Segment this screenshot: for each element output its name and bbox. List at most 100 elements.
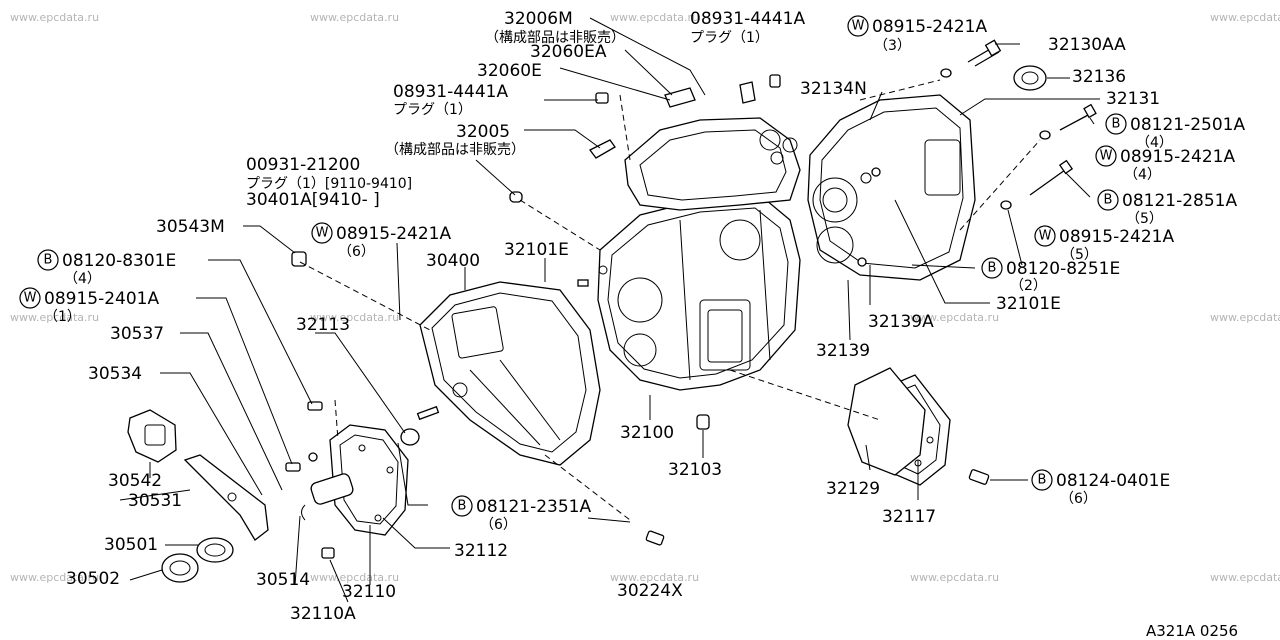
label-32100: 32100	[620, 423, 674, 443]
parts-layer	[127, 39, 1097, 583]
watermark: www.epcdata.ru	[310, 571, 399, 584]
label-32134n: 32134N	[800, 79, 867, 99]
bolt-badge-4-front: B	[37, 249, 59, 271]
label-32139a: 32139A	[868, 312, 934, 332]
bolt-badge-4: B	[1105, 113, 1127, 135]
label-08120-8251e: 08120-8251E	[1006, 259, 1120, 279]
watermark: www.epcdata.ru	[910, 571, 999, 584]
label-08915-2421a-4: 08915-2421A	[1120, 147, 1235, 167]
withdrawal-lever-30531	[183, 454, 269, 541]
label-32129: 32129	[826, 479, 880, 499]
label-32060ea: 32060EA	[530, 42, 607, 62]
label-32113: 32113	[296, 315, 350, 335]
watermark: www.epcdata.ru	[10, 11, 99, 24]
watermark: www.epcdata.ru	[10, 311, 99, 324]
watermark: www.epcdata.ru	[610, 571, 699, 584]
watermark: www.epcdata.ru	[1210, 11, 1280, 24]
label-08915-2421a-5-qty: （5）	[1061, 247, 1098, 263]
label-08121-2851a-qty: （5）	[1126, 211, 1163, 227]
label-30534: 30534	[88, 364, 142, 384]
label-08915-2401a-qty: （1）	[44, 309, 81, 325]
label-30502: 30502	[66, 569, 120, 589]
bolt-badge-5: B	[1097, 189, 1119, 211]
label-30514: 30514	[256, 570, 310, 590]
bolt-badge-2: B	[981, 257, 1003, 279]
watermark: www.epcdata.ru	[310, 311, 399, 324]
diagram-code: A321A 0256	[1146, 622, 1238, 640]
label-32130aa: 32130AA	[1048, 35, 1126, 55]
alignment-lines	[299, 79, 1041, 521]
watermark: www.epcdata.ru	[10, 571, 99, 584]
label-32005-note: （構成部品は非販売）	[385, 142, 525, 158]
washer-badge-letter: W	[316, 226, 329, 241]
bolt-badge-letter: B	[1104, 193, 1113, 208]
bolt-badge-letter: B	[458, 499, 467, 514]
washer-badge-6: W	[311, 222, 333, 244]
leader-lines	[119, 17, 1100, 603]
label-08931-4441a-upper: 08931-4441A	[690, 9, 805, 29]
label-08121-2351a: 08121-2351A	[476, 497, 591, 517]
clutch-housing-30400	[419, 281, 601, 466]
label-08915-2421a-6-qty: （6）	[338, 244, 375, 260]
front-cover-32110	[310, 424, 409, 536]
watermark: www.epcdata.ru	[310, 11, 399, 24]
label-30537: 30537	[110, 324, 164, 344]
label-30543m: 30543M	[156, 217, 225, 237]
label-08931-4441a-lower: 08931-4441A	[393, 82, 508, 102]
label-08121-2501a-qty: （4）	[1136, 135, 1173, 151]
watermark: www.epcdata.ru	[1210, 571, 1280, 584]
labels-layer: 32006M （構成部品は非販売） 32060EA 32060E 08931-4…	[19, 9, 1245, 640]
washer-badge-4: W	[1095, 145, 1117, 167]
bolt-badge-letter: B	[988, 261, 997, 276]
label-08124-0401e-qty: （6）	[1060, 491, 1097, 507]
washer-badge-5: W	[1034, 225, 1056, 247]
washer-badge-1: W	[19, 287, 41, 309]
label-30400: 30400	[426, 251, 480, 271]
label-08915-2421a-4-qty: （4）	[1124, 167, 1161, 183]
label-08915-2421a-3: 08915-2421A	[872, 17, 987, 37]
label-32101e-front: 32101E	[504, 240, 569, 260]
label-08915-2421a-3-qty: （3）	[874, 38, 911, 54]
washer-badge-letter: W	[852, 19, 865, 34]
bolt-badge-letter: B	[44, 253, 53, 268]
label-08931-4441a-upper-note: プラグ（1）	[690, 30, 769, 46]
bolt-badge-6-front: B	[451, 495, 473, 517]
label-00931-21200: 00931-21200	[246, 155, 360, 175]
label-32005: 32005	[456, 122, 510, 142]
label-30531: 30531	[128, 491, 182, 511]
label-08124-0401e: 08124-0401E	[1056, 471, 1170, 491]
label-32112: 32112	[454, 541, 508, 561]
label-08120-8251e-qty: （2）	[1010, 278, 1047, 294]
label-30542: 30542	[108, 471, 162, 491]
label-32103: 32103	[668, 460, 722, 480]
watermark: www.epcdata.ru	[910, 311, 999, 324]
bolt-badge-letter: B	[1038, 473, 1047, 488]
bolt-badge-6-rear: B	[1031, 469, 1053, 491]
extension-housing-32131	[807, 94, 976, 281]
label-32139: 32139	[816, 341, 870, 361]
label-08915-2401a: 08915-2401A	[44, 289, 159, 309]
label-30401a: 30401A[9410- ]	[246, 190, 380, 210]
label-08121-2351a-qty: （6）	[480, 517, 517, 533]
label-32006m: 32006M	[504, 9, 573, 29]
label-32101e-rear: 32101E	[996, 294, 1061, 314]
label-30501: 30501	[104, 535, 158, 555]
small-fasteners	[285, 39, 1097, 559]
label-08120-8301e-qty: （4）	[64, 271, 101, 287]
release-bearing-30501	[196, 537, 234, 563]
bolt-badge-letter: B	[1112, 117, 1121, 132]
label-08120-8301e: 08120-8301E	[62, 251, 176, 271]
label-08915-2421a-5: 08915-2421A	[1059, 227, 1174, 247]
washer-badge-letter: W	[24, 291, 37, 306]
label-32006m-note: （構成部品は非販売）	[485, 30, 625, 46]
washer-badge-3: W	[847, 15, 869, 37]
label-32131: 32131	[1106, 89, 1160, 109]
dust-boot-30542	[127, 409, 177, 463]
label-00931-21200-note: プラグ（1）[9110-9410]	[246, 176, 412, 192]
gasket-32129	[847, 367, 926, 476]
washer-badge-letter: W	[1039, 229, 1052, 244]
watermark: www.epcdata.ru	[1210, 311, 1280, 324]
label-30224x: 30224X	[617, 581, 683, 601]
label-08121-2851a: 08121-2851A	[1122, 191, 1237, 211]
